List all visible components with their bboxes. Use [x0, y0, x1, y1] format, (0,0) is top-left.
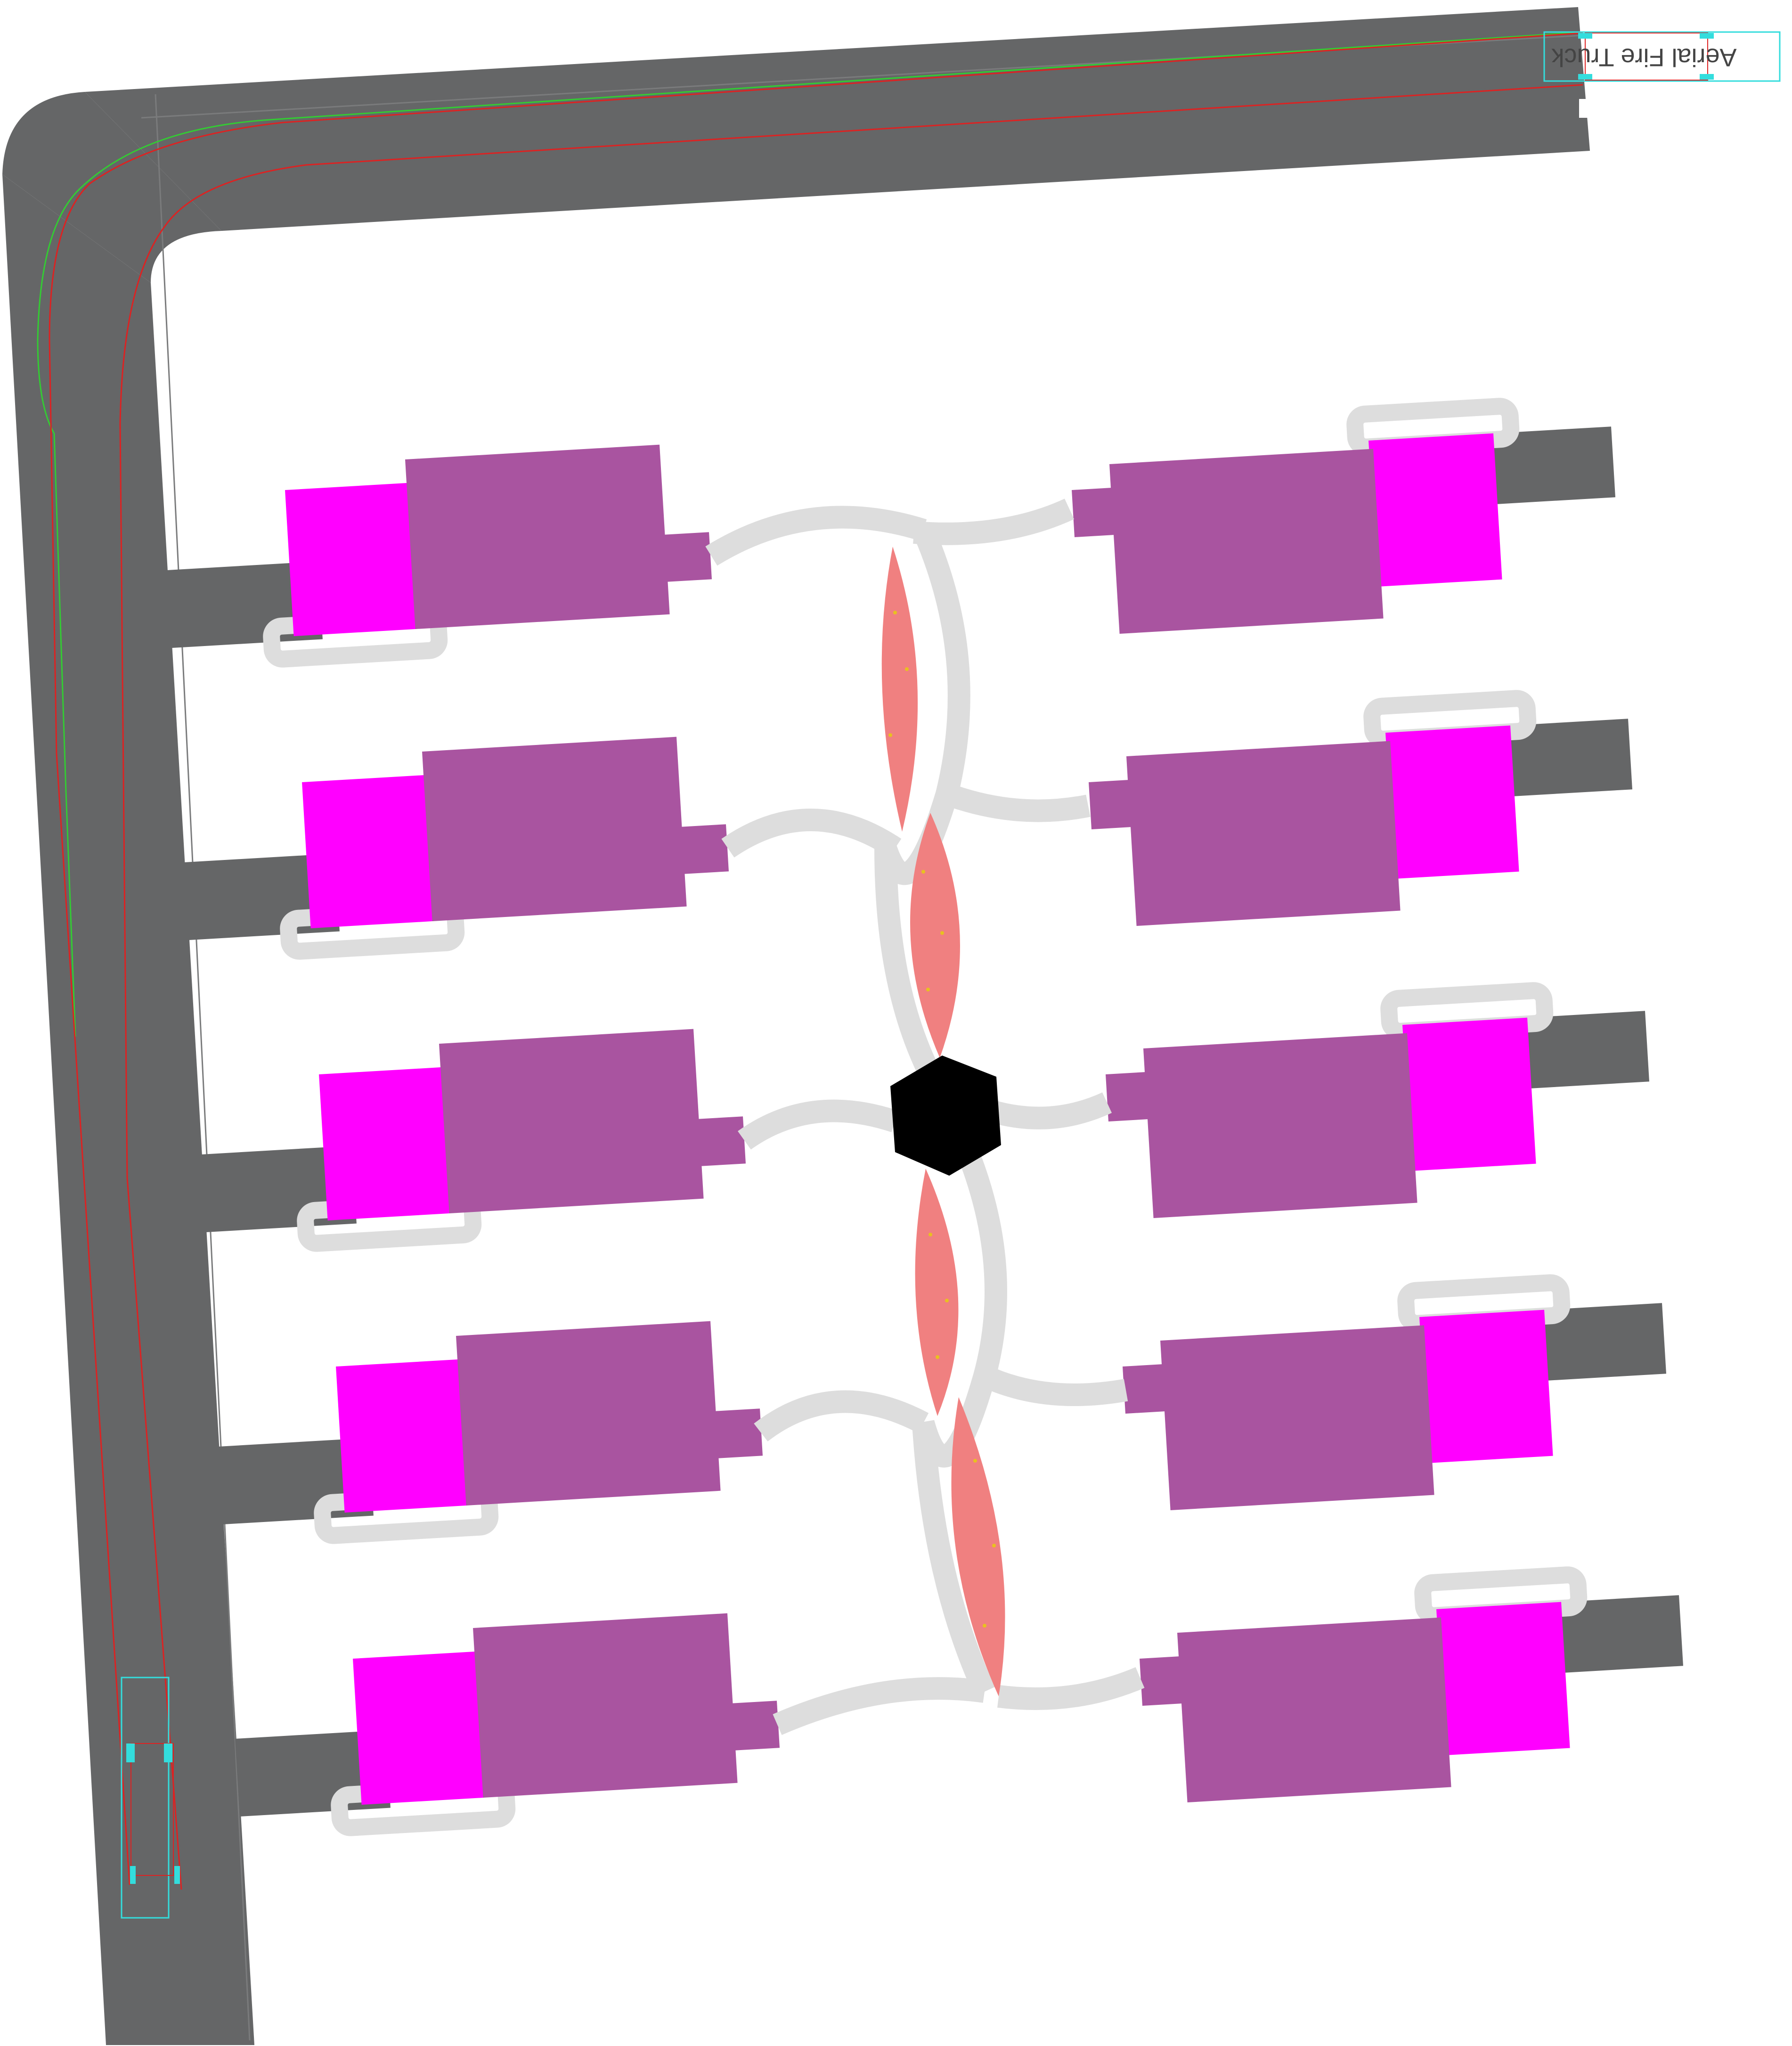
stall-connector — [730, 1701, 780, 1751]
stall-body — [1126, 741, 1401, 926]
island — [910, 813, 960, 1058]
truck-wheel-icon — [130, 1866, 136, 1884]
stall-connector — [696, 1116, 746, 1166]
stall-driveway — [1491, 426, 1615, 504]
stall-body — [473, 1613, 738, 1798]
path-inner-red-2 — [119, 84, 1583, 1890]
stall-body — [1109, 449, 1384, 634]
central-walkways — [705, 499, 1145, 1735]
aerial-fire-truck-bottom — [121, 1677, 180, 1919]
stall-driveway — [1542, 1303, 1666, 1381]
island — [951, 1397, 1005, 1696]
stall-body — [456, 1321, 721, 1506]
stall-body — [1160, 1325, 1434, 1510]
stall-end-cap — [1436, 1602, 1570, 1755]
left-stall-unit — [184, 737, 729, 960]
stall-body — [422, 737, 687, 921]
truck-wheel-icon — [1700, 33, 1714, 39]
truck-wheel-icon — [1578, 74, 1592, 80]
stall-connector — [679, 824, 729, 874]
truck-wheel-icon — [1700, 74, 1714, 80]
stall-end-cap — [1419, 1309, 1553, 1463]
truck-wheel-icon — [126, 1743, 135, 1762]
stall-connector — [1089, 779, 1134, 829]
planting-islands — [881, 547, 1005, 1696]
walkway-arc — [979, 1366, 1128, 1406]
stall-body — [1143, 1033, 1417, 1218]
island — [915, 1169, 959, 1416]
access-road — [2, 7, 1590, 2045]
truck-body-bottom — [130, 1743, 174, 1876]
stall-end-cap — [336, 1359, 467, 1513]
truck-wheel-icon — [164, 1743, 172, 1762]
walkway-arc — [721, 809, 902, 858]
stall-body — [439, 1029, 704, 1213]
walkway-arc — [997, 1667, 1145, 1710]
stall-connector — [1140, 1656, 1185, 1706]
road-lane-line — [155, 94, 251, 2041]
walkway-weave — [912, 1155, 1007, 1696]
walkway-arc — [705, 506, 927, 566]
right-stall-group — [1072, 398, 1683, 1802]
walkway-arc — [943, 783, 1091, 822]
vehicle-label: Aerial Fire Truck — [1551, 43, 1736, 72]
stall-driveway — [1525, 1011, 1649, 1088]
stall-end-cap — [1402, 1017, 1536, 1171]
truck-wheel-icon — [174, 1866, 180, 1884]
truck-body — [1585, 33, 1708, 81]
right-stall-unit — [1072, 398, 1615, 634]
road-end-stub — [1579, 99, 1588, 118]
stall-driveway — [1559, 1595, 1683, 1673]
central-hexagon-marker — [890, 1056, 1001, 1176]
stall-end-cap — [353, 1651, 484, 1805]
island-marks — [888, 611, 996, 1628]
road-corner — [2, 92, 221, 283]
walkway-arc — [913, 499, 1075, 545]
truck-outline — [1543, 31, 1781, 82]
path-inner-red-1 — [49, 32, 1583, 1885]
walkway-arc — [738, 1099, 899, 1150]
stall-connector — [1123, 1364, 1168, 1414]
walkway-arc — [773, 1677, 986, 1735]
stall-connector — [1106, 1072, 1151, 1121]
stall-connector — [1072, 487, 1117, 537]
road-left-segment — [2, 174, 254, 2045]
stall-end-cap — [319, 1067, 450, 1220]
vehicle-swept-path — [37, 31, 1583, 1890]
right-stall-unit — [1106, 982, 1649, 1218]
aerial-fire-truck-top: Aerial Fire Truck — [1543, 31, 1781, 82]
right-stall-unit — [1123, 1274, 1666, 1510]
stall-connector — [713, 1408, 763, 1458]
left-stall-unit — [218, 1321, 763, 1544]
island — [881, 547, 918, 832]
stall-body — [405, 444, 670, 629]
stall-body — [1177, 1617, 1451, 1802]
path-outer-green — [37, 31, 1583, 1037]
truck-outline-bottom — [121, 1677, 170, 1919]
left-stall-unit — [235, 1613, 780, 1836]
truck-wheel-icon — [1578, 33, 1592, 39]
stall-end-cap — [302, 775, 433, 928]
stall-end-cap — [1368, 433, 1502, 587]
stall-end-cap — [1385, 725, 1519, 879]
right-stall-unit — [1089, 690, 1632, 926]
road-top-segment — [85, 7, 1590, 231]
left-stall-group — [167, 444, 780, 1836]
left-stall-unit — [167, 444, 712, 668]
right-stall-unit — [1140, 1566, 1683, 1802]
walkway-arc — [754, 1390, 929, 1442]
left-stall-unit — [201, 1029, 746, 1252]
stall-driveway — [1508, 719, 1632, 796]
stall-end-cap — [285, 483, 416, 636]
stall-connector — [662, 532, 712, 582]
